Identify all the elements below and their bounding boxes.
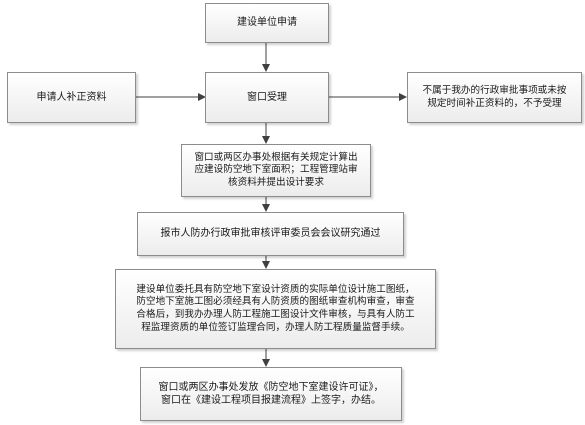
node-accept: 窗口受理 xyxy=(205,72,329,123)
node-resubmit-label: 申请人补正资料 xyxy=(36,91,107,103)
node-reject: 不属于我办的行政审批事项或未按 规定时间补正资料的，不予受理 xyxy=(407,72,582,123)
node-apply-label: 建设单位申请 xyxy=(237,17,297,29)
node-resubmit: 申请人补正资料 xyxy=(7,72,136,123)
node-committee-label: 报市人防办行政审批审核评审委员会会议研究通过 xyxy=(160,228,381,240)
node-accept-label: 窗口受理 xyxy=(247,91,287,103)
node-permit-label: 窗口或两区办事处发放《防空地下室建设许可证》， 窗口在《建设工程项目报建流程》上… xyxy=(158,381,384,406)
node-reject-label: 不属于我办的行政审批事项或未按 规定时间补正资料的，不予受理 xyxy=(422,84,567,109)
node-calc-label: 窗口或两区办事处根据有关规定计算出 应建设防空地下室面积；工程管理站审 核资料并… xyxy=(194,151,358,188)
node-apply: 建设单位申请 xyxy=(205,3,329,43)
node-design-label: 建设单位委托具有防空地下室设计资质的实际单位设计施工图纸， 防空地下室施工图必须… xyxy=(136,283,415,333)
node-calc: 窗口或两区办事处根据有关规定计算出 应建设防空地下室面积；工程管理站审 核资料并… xyxy=(181,144,371,197)
node-permit: 窗口或两区办事处发放《防空地下室建设许可证》， 窗口在《建设工程项目报建流程》上… xyxy=(140,367,402,421)
node-committee: 报市人防办行政审批审核评审委员会会议研究通过 xyxy=(137,212,404,256)
node-design: 建设单位委托具有防空地下室设计资质的实际单位设计施工图纸， 防空地下室施工图必须… xyxy=(115,269,436,349)
